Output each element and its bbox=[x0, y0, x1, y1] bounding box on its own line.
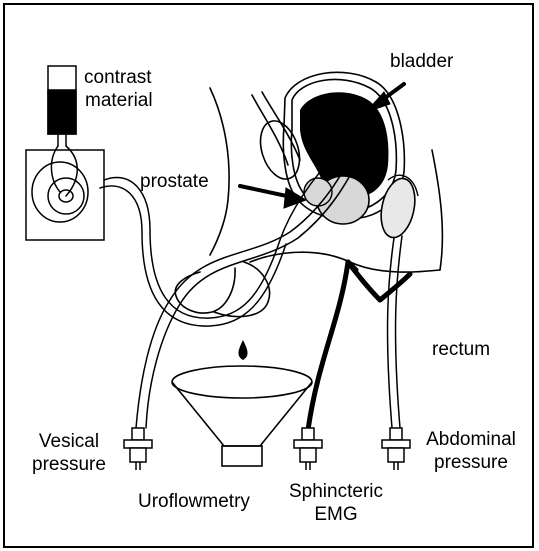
urine-drop bbox=[238, 340, 247, 360]
body-outline bbox=[210, 88, 229, 255]
prostate-lobe bbox=[304, 178, 332, 206]
abdominal-transducer bbox=[382, 428, 410, 470]
label-contrast-line2: material bbox=[84, 89, 153, 112]
label-bladder: bladder bbox=[390, 50, 453, 73]
label-vesical-line2: pressure bbox=[20, 453, 118, 476]
label-abdominal-line2: pressure bbox=[418, 451, 524, 474]
lower-body-outline bbox=[175, 268, 235, 313]
label-rectum: rectum bbox=[432, 338, 490, 361]
funnel-rim bbox=[172, 366, 312, 398]
label-prostate: prostate bbox=[140, 170, 209, 193]
label-abdominal-pressure: Abdominal pressure bbox=[418, 428, 524, 474]
emg-lead bbox=[308, 262, 348, 430]
testis bbox=[254, 116, 307, 184]
emg-transducer bbox=[294, 428, 322, 470]
scrotum-outline bbox=[214, 262, 270, 317]
infusion-pump bbox=[26, 150, 104, 240]
flowmeter-base bbox=[222, 446, 262, 466]
rectal-balloon bbox=[376, 175, 420, 240]
label-sphincteric-line1: Sphincteric bbox=[284, 480, 388, 503]
label-contrast-line1: contrast bbox=[84, 66, 153, 89]
label-vesical-pressure: Vesical pressure bbox=[20, 430, 118, 476]
label-sphincteric-emg: Sphincteric EMG bbox=[284, 480, 388, 526]
vesical-transducer bbox=[124, 428, 152, 470]
back-outline bbox=[432, 150, 442, 270]
label-vesical-line1: Vesical bbox=[20, 430, 118, 453]
label-uroflowmetry: Uroflowmetry bbox=[138, 490, 250, 513]
label-sphincteric-line2: EMG bbox=[284, 503, 388, 526]
abdominal-pressure-line bbox=[388, 238, 394, 428]
label-contrast-material: contrast material bbox=[84, 66, 153, 112]
label-abdominal-line1: Abdominal bbox=[418, 428, 524, 451]
penis-outline bbox=[262, 92, 300, 160]
